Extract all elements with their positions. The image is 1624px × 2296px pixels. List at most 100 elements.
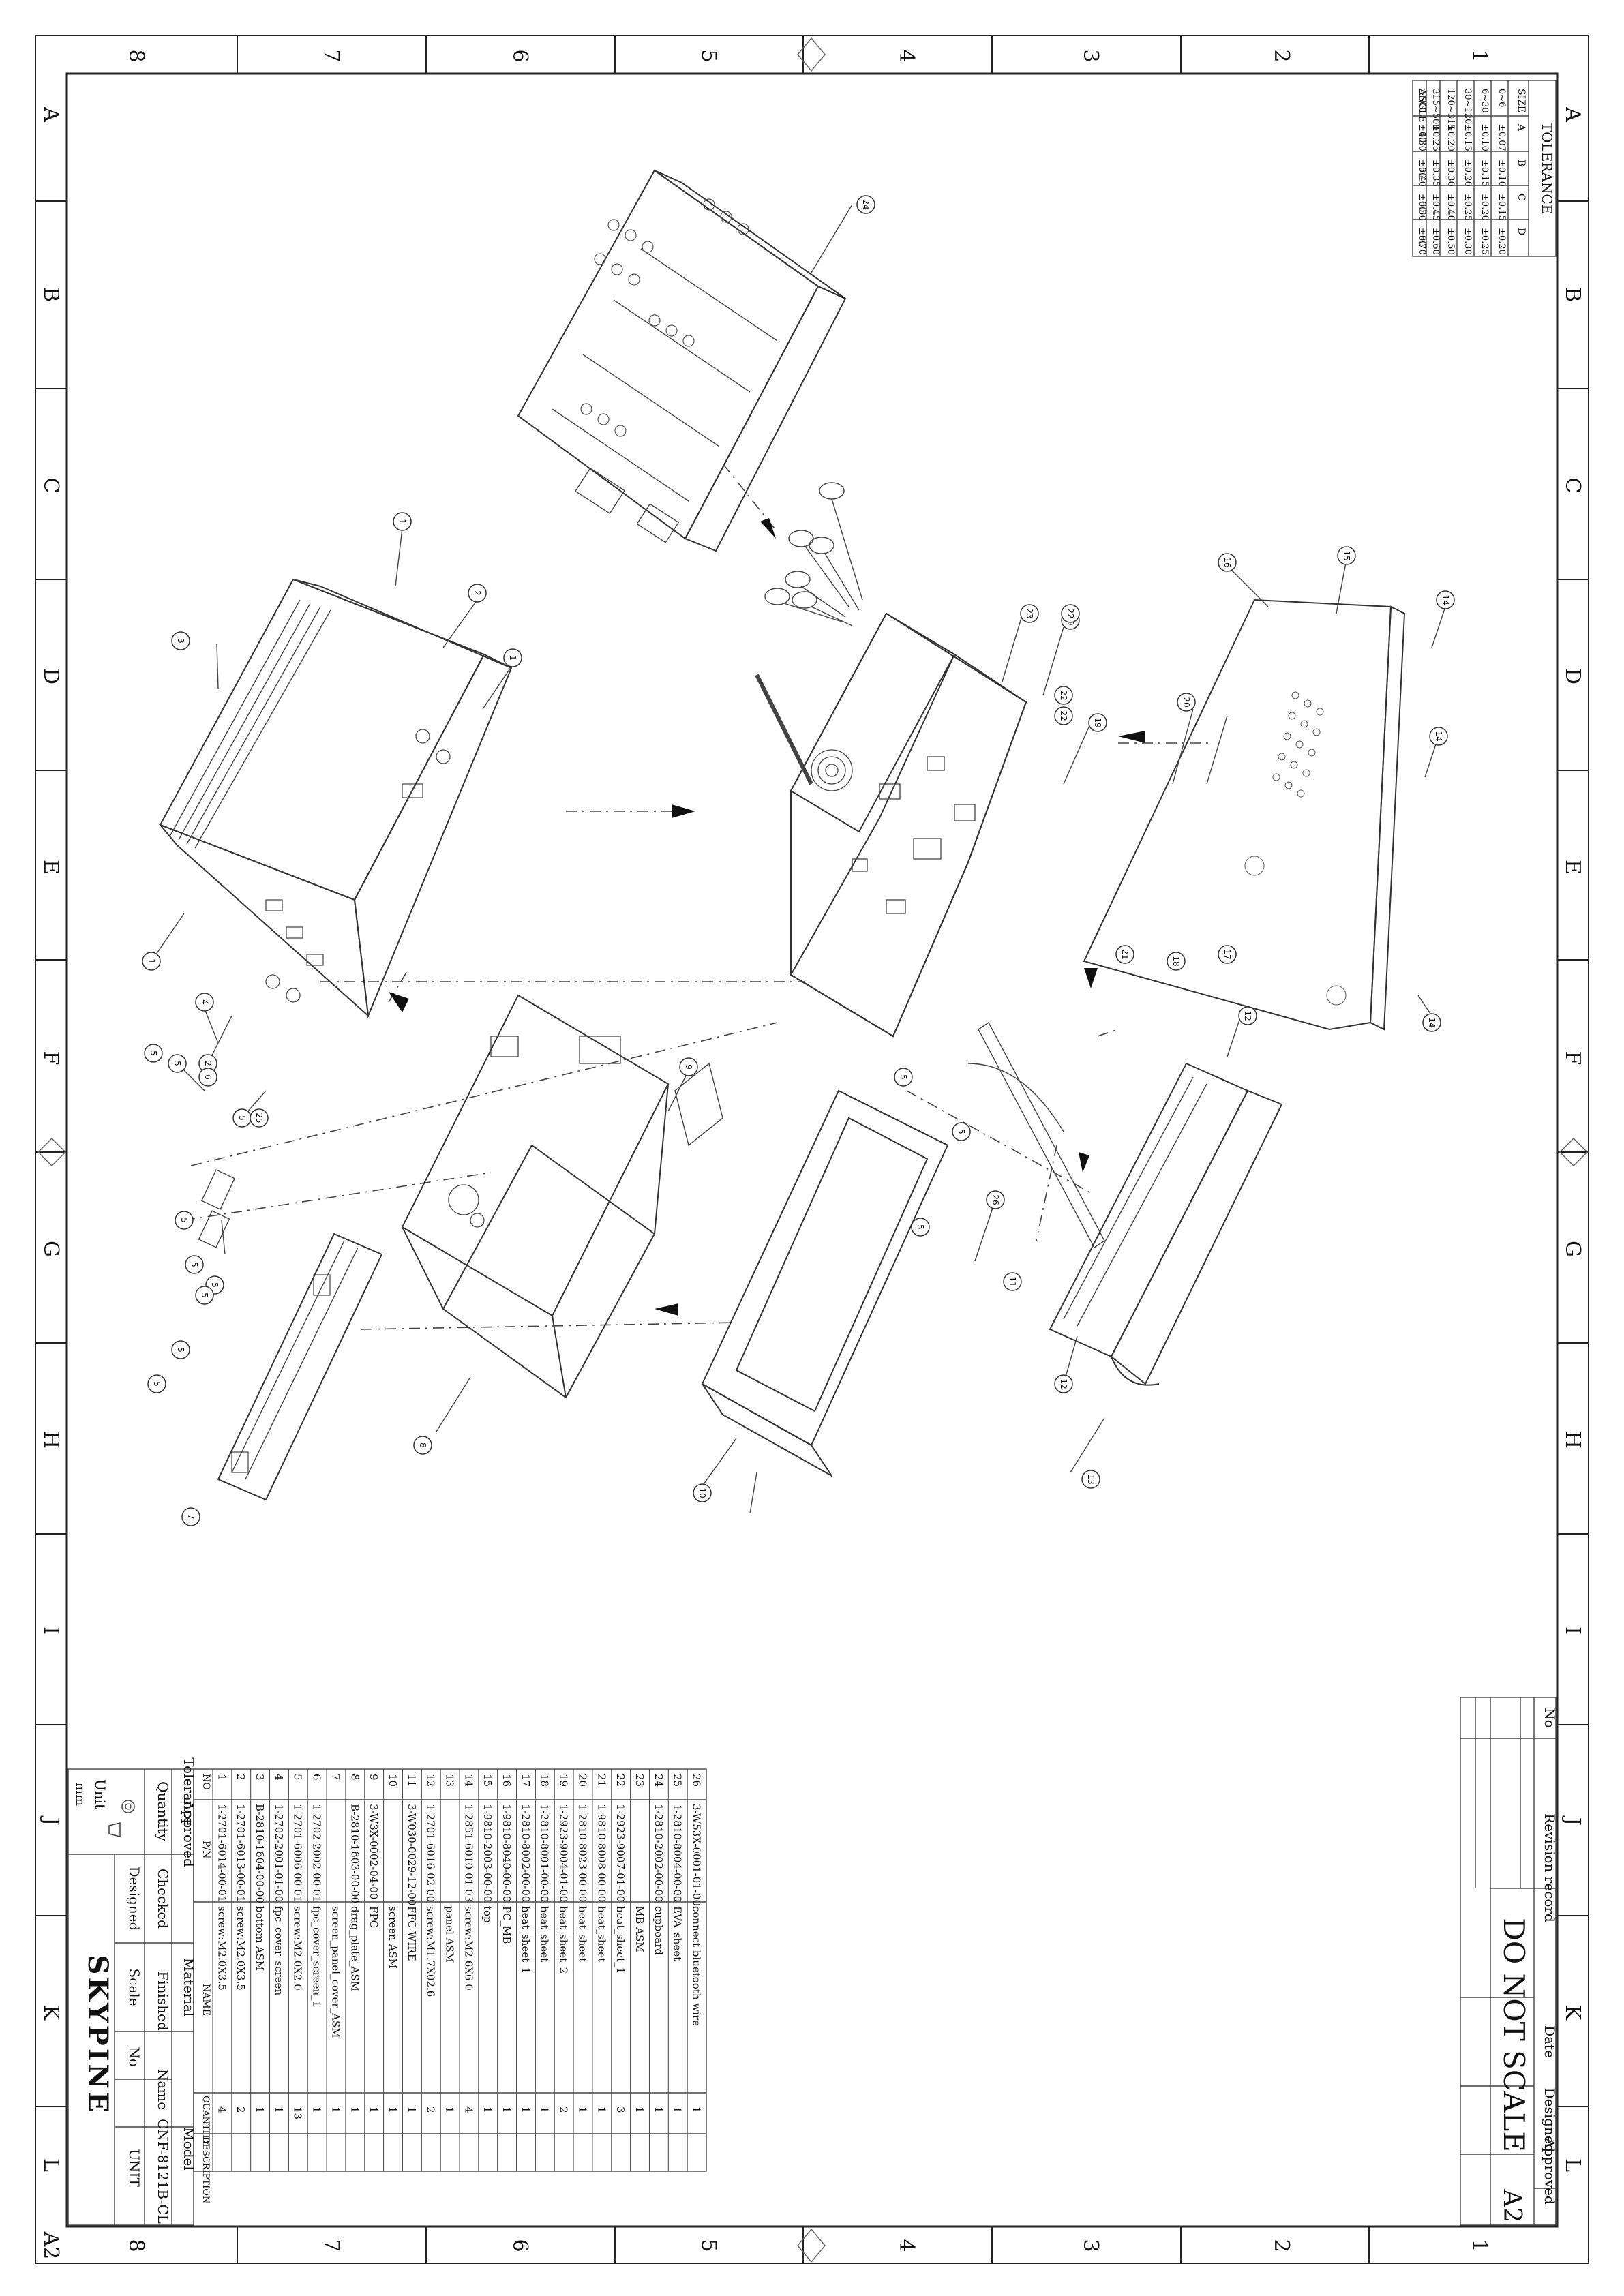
bom-row-qty: 1 [329,2106,342,2113]
bom-row-no: 4 [273,1774,285,1781]
callout-label: 7 [186,1514,196,1520]
revision-approved-header: Approved [1542,2137,1558,2205]
zone-row-label: D [1561,668,1584,684]
tb-no-label: No [126,2046,142,2067]
callout-label: 18 [1171,956,1181,966]
bom-row-no: 17 [520,1774,532,1787]
callout-balloon [1061,604,1080,623]
callout-label: 5 [190,1262,199,1267]
tolerance-cell: ±0.60 [1430,228,1441,255]
bom-row-name: heat_sheet [539,1906,551,1962]
zone-row-label: B [1561,287,1584,302]
callout-label: 8 [418,1442,427,1448]
rca-connectors [755,482,863,785]
tolerance-header: B [1516,160,1527,166]
bom-row-qty: 3 [614,2106,627,2113]
callout-balloon [1238,1006,1257,1025]
bom-row-name: cupboard [652,1906,665,1955]
callout-label: 5 [237,1115,247,1121]
bom-row-qty: 1 [311,2106,323,2113]
zone-col-label: 3 [1079,49,1102,62]
callout-label: 14 [1427,1017,1437,1027]
bom-row-name: heat_sheet [576,1906,588,1962]
zone-row-label: E [1561,860,1584,875]
zone-row-label: J [39,1815,63,1826]
bom-row-qty: 1 [348,2106,361,2113]
callout-balloon [1003,1272,1022,1291]
bom-row-pn: 1-2923-9007-01-00 [614,1804,627,1902]
bom-row-qty: 1 [406,2106,418,2113]
bom-row-qty: 2 [425,2106,437,2113]
bom-row-name: drag_plate_ASM [348,1906,361,1991]
bom-row-name: heat_sheet_1 [520,1906,532,1974]
bom-row-name: screw:M2.0X3.5 [235,1906,247,1991]
bom-row-pn: 1-9810-8040-00-00 [500,1804,513,1902]
callout-balloon [393,512,412,531]
company-logo: SKYPINE [82,1955,114,2115]
callout-balloon [1429,727,1448,746]
callout-group: 1231124556555555578910555251112121314141… [142,195,1455,1526]
zone-labels-top: 8 7 6 5 4 3 2 1 [124,49,1491,62]
bom-row-name: screw:M2.6X6.0 [462,1906,475,1991]
bom-row-no: 16 [500,1774,513,1787]
bom-row-name: screw:M2.0X3.5 [215,1906,228,1991]
callout-balloon [1422,1013,1441,1032]
revision-no-header: No [1542,1708,1558,1728]
bom-row-qty: 2 [235,2106,247,2113]
bom-row-pn: 1-2810-8001-00-00 [539,1804,551,1902]
zone-row-label: F [39,1051,63,1066]
bom-row-pn: 1-2923-9004-01-00 [558,1804,570,1902]
bom-row-name: FFC WIRE [406,1906,418,1961]
callout-label: 13 [1086,1474,1096,1484]
bom-header-qty: QUANTITY [200,2096,211,2145]
callout-balloon [679,1057,698,1076]
callout-label: 22 [1066,608,1075,618]
bom-row-no: 2 [235,1774,247,1781]
tolerance-cell: 6~30 [1479,89,1490,113]
bom-row-pn: 1-2701-6014-00-01 [215,1804,228,1902]
bom-row-pn: 1-2702-2002-00-01 [311,1804,323,1902]
callout-balloon [468,584,487,603]
bom-row-qty: 4 [215,2106,228,2113]
revision-designed-header: Designed [1542,2088,1558,2153]
zone-col-label: 4 [894,49,918,62]
callout-label: 10 [697,1487,707,1498]
revision-block: No Revision record Date Designed Approve… [1460,1697,1558,2226]
callout-label: 6 [203,1074,213,1080]
callout-label: 5 [179,1218,189,1223]
bom-row-no: 11 [406,1774,418,1787]
bom-row-qty: 1 [539,2106,551,2113]
tolerance-cell: 30~120 [1462,89,1473,124]
tolerance-cell: ±0.30 [1462,228,1473,255]
bom-row-name: top [481,1906,494,1923]
zone-row-label: G [39,1241,63,1257]
tb-unit-value: UNIT [126,2149,142,2187]
callout-balloon [171,631,190,650]
zone-row-label: K [1561,2005,1584,2021]
zone-col-label: 6 [508,2239,532,2252]
bom-row-no: 19 [558,1774,570,1787]
bom-row-name: screw:M1.7X02.6 [425,1906,437,1997]
part-15-top-cover [1083,599,1406,1031]
tolerance-cell: ±0.25 [1479,228,1490,255]
zone-row-label: C [1561,478,1584,494]
callout-leaders [151,204,1446,1514]
part-10-screen-asm [701,1089,949,1477]
callout-balloon [1167,952,1186,971]
bom-row-no: 23 [633,1774,646,1787]
callout-balloon [986,1190,1005,1209]
bom-row-no: 9 [367,1774,380,1781]
callout-balloon [1115,945,1134,964]
zone-col-label: 2 [1269,2239,1293,2252]
bom-row-qty: 2 [558,2106,570,2113]
callout-balloon [198,1068,217,1087]
bom-row-qty: 1 [576,2106,588,2113]
zone-row-label: C [39,478,63,494]
callout-balloon [1054,1374,1073,1393]
zone-row-label: E [39,860,63,875]
tolerance-cell: ±0.50 [1445,228,1456,255]
zone-row-label: D [39,668,63,684]
bom-row-qty: 1 [273,2106,285,2113]
bom-row-name: connect bluetooth wire [691,1906,703,2026]
bom-row-no: 14 [462,1774,475,1787]
